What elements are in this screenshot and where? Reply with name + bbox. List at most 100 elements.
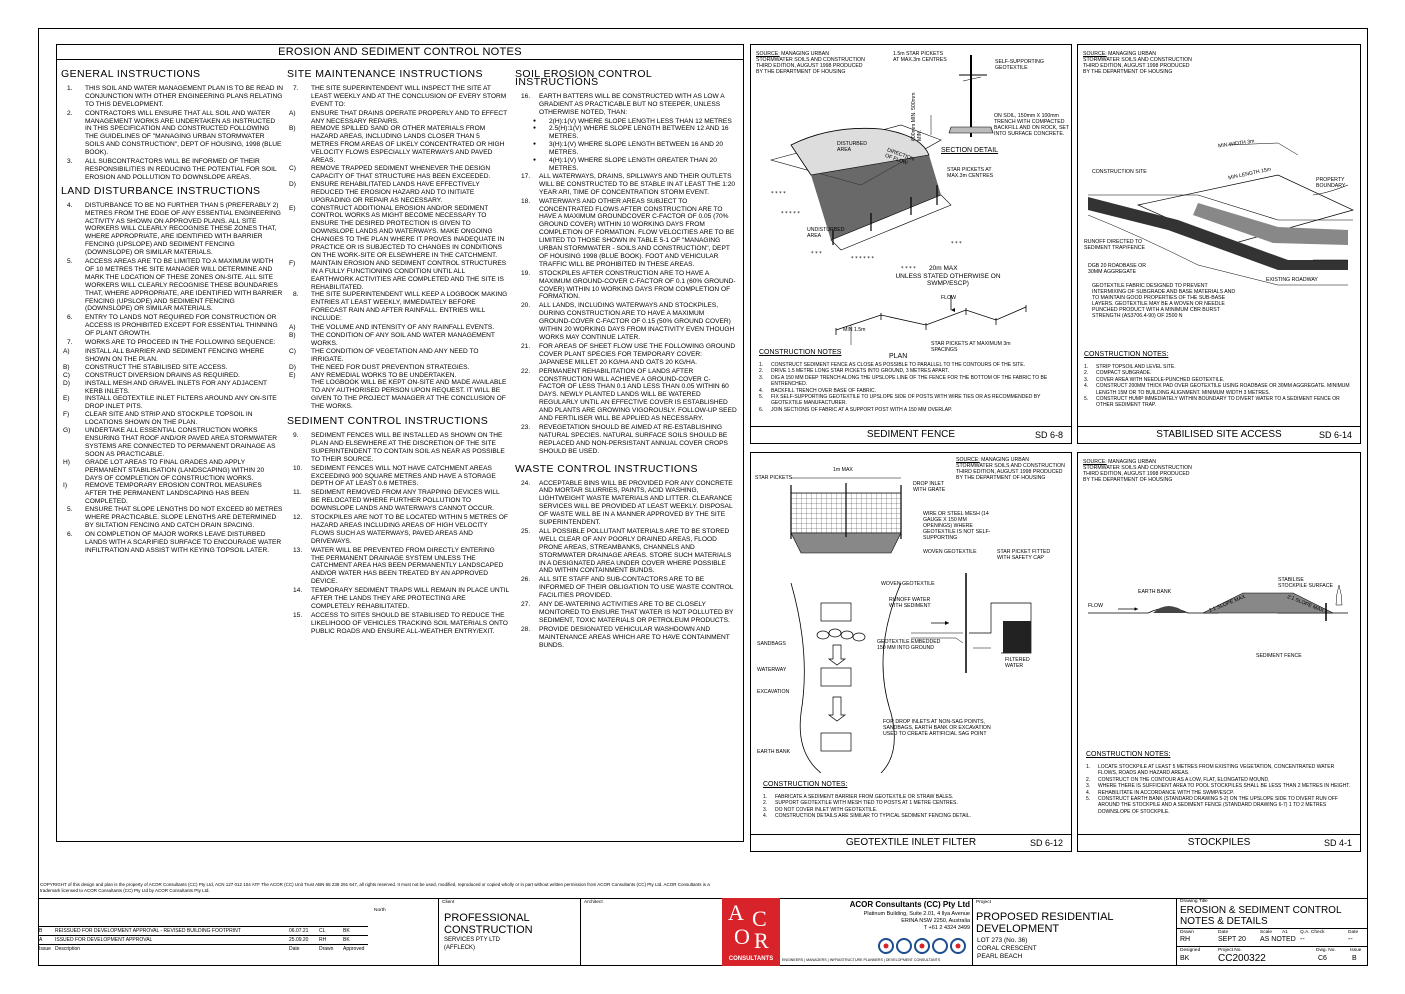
construction-note: 5.CONSTRUCT EARTH BANK (STANDARD DRAWING…: [1086, 796, 1338, 815]
list-item: 8.THE SITE SUPERINTENDENT WILL KEEP A LO…: [293, 291, 508, 323]
list-item: 7.THE SITE SUPERINTENDENT WILL INSPECT T…: [293, 84, 507, 108]
list-item: 19.STOCKPILES AFTER CONSTRUCTION ARE TO …: [521, 269, 736, 301]
stock-label-fence: SEDIMENT FENCE: [1256, 653, 1302, 659]
svg-text:* * * * * *: * * * * * *: [851, 256, 874, 262]
fence-label-undisturbed: UNDISTURBED AREA: [807, 227, 845, 239]
list-item: 12.STOCKPILES ARE NOT TO BE LOCATED WITH…: [293, 514, 508, 545]
list-item: B)REMOVE SPILLED SAND OR OTHER MATERIALS…: [289, 125, 505, 165]
inlet-construction-notes: CONSTRUCTION NOTES: 1.FABRICATE A SEDIME…: [763, 781, 1063, 820]
notes-title: EROSION AND SEDIMENT CONTROL NOTES: [57, 45, 743, 60]
list-item: 7.WORKS ARE TO PROCEED IN THE FOLLOWING …: [67, 339, 276, 347]
site-maintenance-heading: SITE MAINTENANCE INSTRUCTIONS: [287, 68, 483, 80]
disciplines-text: ENGINEERS | MANAGERS | INFRASTRUCTURE PL…: [782, 958, 941, 962]
construction-note: 2.DRIVE 1.5 METRE LONG STAR PICKETS INTO…: [759, 368, 949, 375]
project-suburb: PEARL BEACH: [977, 953, 1023, 960]
soil-erosion-heading: SOIL EROSION CONTROL INSTRUCTIONS: [515, 68, 652, 88]
svg-text:* * *: * * *: [811, 251, 822, 257]
inlet-label-waterway: WATERWAY: [757, 667, 787, 673]
inlet-label-filtered: FILTERED WATER: [1005, 657, 1030, 669]
list-item: 17.ALL WATERWAYS, DRAINS, SPILLWAYS AND …: [521, 172, 736, 196]
inlet-label-excavation: EXCAVATION: [757, 689, 790, 695]
general-heading: GENERAL INSTRUCTIONS: [61, 68, 201, 80]
list-item: E)CONSTRUCT ADDITIONAL EROSION AND/OR SE…: [289, 204, 505, 259]
list-item: 16.EARTH BATTERS WILL BE CONSTRUCTED WIT…: [521, 92, 725, 116]
fence-label-flow: FLOW: [941, 295, 956, 301]
svg-text:* * * *: * * * *: [771, 191, 786, 197]
list-item: D)INSTALL MESH AND GRAVEL INLETS FOR ANY…: [63, 379, 267, 395]
list-item: A)THE VOLUME AND INTENSITY OF ANY RAINFA…: [289, 324, 495, 332]
construction-note: 2.CONSTRUCT ON THE CONTOUR AS A LOW, FLA…: [1086, 776, 1270, 783]
acor-logo: A C O R CONSULTANTS: [722, 898, 780, 966]
construction-note: 1.STRIP TOPSOIL AND LEVEL SITE.: [1084, 364, 1176, 370]
svg-text:* * *: * * *: [951, 241, 962, 247]
soil-list: 17.ALL WATERWAYS, DRAINS, SPILLWAYS AND …: [515, 173, 737, 456]
divider: [972, 898, 975, 966]
fence-label-section: SECTION DETAIL: [941, 147, 999, 154]
construction-note: 3.DO NOT COVER INLET WITH GEOTEXTILE.: [763, 806, 878, 813]
list-item: 13.WATER WILL BE PREVENTED FROM DIRECTLY…: [293, 546, 504, 586]
list-item: G)UNDERTAKE ALL ESSENTIAL CONSTRUCTION W…: [63, 427, 277, 458]
panel-footer: STABILISED SITE ACCESS SD 6-14: [1078, 426, 1360, 443]
access-label-boundary: PROPERTY BOUNDARY: [1316, 177, 1346, 189]
inlet-label-cap: STAR PICKET FITTED WITH SAFETY CAP: [997, 549, 1051, 561]
panel-footer: STOCKPILES SD 4-1: [1078, 834, 1360, 851]
panel-title: STOCKPILES: [1187, 837, 1251, 848]
stock-label-flow: FLOW: [1088, 603, 1103, 609]
access-construction-notes: CONSTRUCTION NOTES: 1.STRIP TOPSOIL AND …: [1084, 351, 1354, 409]
list-item: 21.FOR AREAS OF SHEET FLOW USE THE FOLLO…: [521, 342, 736, 366]
bullet-item: 3(H):1(V) WHERE SLOPE LENGTH BETWEEN 16 …: [529, 141, 737, 157]
svg-text:* * * *: * * * *: [901, 266, 916, 272]
construction-note: 1.CONSTRUCT SEDIMENT FENCE AS CLOSE AS P…: [759, 362, 1025, 368]
construction-note: 4.CONSTRUCT 200MM THICK PAD OVER GEOTEXT…: [1084, 383, 1350, 396]
panel-footer: SEDIMENT FENCE SD 6-8: [751, 426, 1071, 443]
list-item: I)REMOVE TEMPORARY EROSION CONTROL MEASU…: [63, 482, 262, 506]
construction-note: 4.BACKFILL TRENCH OVER BASE OF FABRIC.: [759, 387, 877, 394]
client-label: Client: [442, 900, 455, 905]
stockpiles-drawing: [1088, 584, 1348, 621]
client-name: PROFESSIONAL CONSTRUCTION: [444, 912, 533, 936]
list-item: F)CLEAR SITE AND STRIP AND STOCKPILE TOP…: [63, 411, 253, 427]
source-note: SOURCE: MANAGING URBAN STORMWATER SOILS …: [756, 51, 865, 75]
list-item: B)CONSTRUCT THE STABILISED SITE ACCESS.: [63, 363, 228, 371]
list-item: 10.SEDIMENT FENCES WILL NOT HAVE CATCHME…: [293, 464, 496, 488]
stock-label-stabilise: STABILISE STOCKPILE SURFACE: [1278, 577, 1333, 589]
construction-note: 5.FIX SELF-SUPPORTING GEOTEXTILE TO UPSL…: [759, 394, 1041, 407]
construction-note: 3.WHERE THERE IS SUFFICIENT AREA TO POOL…: [1086, 783, 1351, 790]
fence-label-disturbed: DISTURBED AREA: [837, 141, 867, 153]
list-item: 24.ACCEPTABLE BINS WILL BE PROVIDED FOR …: [521, 479, 733, 527]
copyright-note: COPYRIGHT of this design and plan is the…: [40, 882, 710, 893]
accreditation-icons: [878, 938, 966, 954]
project-street: CORAL CRESCENT: [977, 945, 1037, 952]
titleblock-divider: [38, 898, 1368, 899]
list-item: 18.WATERWAYS AND OTHER AREAS SUBJECT TO …: [521, 197, 735, 268]
list-item: B)THE CONDITION OF ANY SOIL AND WATER MA…: [289, 332, 495, 347]
sediment-list: 9.SEDIMENT FENCES WILL BE INSTALLED AS S…: [287, 432, 509, 636]
inlet-label-max: 1m MAX: [833, 467, 853, 473]
panel-code: SD 6-14: [1318, 430, 1352, 440]
divider: [1176, 898, 1179, 966]
list-item: 22.PERMANENT REHABILITATION OF LANDS AFT…: [521, 367, 737, 423]
svg-text:* * * * *: * * * * *: [781, 211, 800, 217]
list-item: 28.PROVIDE DESIGNATED VEHICULAR WASHDOWN…: [521, 625, 730, 649]
construction-note: 3.COVER AREA WITH NEEDLE-PUNCHED GEOTEXT…: [1084, 376, 1225, 383]
access-label-runoff: RUNOFF DIRECTED TO SEDIMENT TRAP/FENCE: [1084, 239, 1145, 251]
list-item: H)GRADE LOT AREAS TO FINAL GRADES AND AP…: [63, 458, 265, 482]
list-item: 3.ALL SUBCONTRACTORS WILL BE INFORMED OF…: [67, 158, 277, 181]
construction-note: 1.FABRICATE A SEDIMENT BARRIER FROM GEOT…: [763, 794, 954, 800]
north-label: North: [374, 908, 386, 913]
logbook-sublist: A)THE VOLUME AND INTENSITY OF ANY RAINFA…: [287, 324, 509, 379]
site-access-drawing: [1087, 142, 1355, 286]
list-item: 6.ON COMPLETION OF MAJOR WORKS LEAVE DIS…: [67, 530, 282, 554]
inlet-label-star: STAR PICKETS: [755, 475, 793, 481]
inlet-label-drop: DROP INLET WITH GRATE: [913, 481, 946, 493]
source-note: SOURCE: MANAGING URBAN STORMWATER SOILS …: [956, 457, 1065, 481]
list-item: A)ENSURE THAT DRAINS OPERATE PROPERLY AN…: [289, 109, 508, 125]
fence-label-star2: STAR PICKETS AT MAX.3m CENTRES: [947, 167, 994, 179]
sequence-list: A)INSTALL ALL BARRIER AND SEDIMENT FENCI…: [61, 348, 283, 506]
fence-label-trench: ON SOIL, 150mm X 100mm TRENCH WITH COMPA…: [994, 113, 1069, 137]
project-name: PROPOSED RESIDENTIAL DEVELOPMENT: [976, 911, 1114, 935]
fence-label-star3: STAR PICKETS AT MAXIMUM 3m SPACINGS: [931, 341, 1011, 353]
